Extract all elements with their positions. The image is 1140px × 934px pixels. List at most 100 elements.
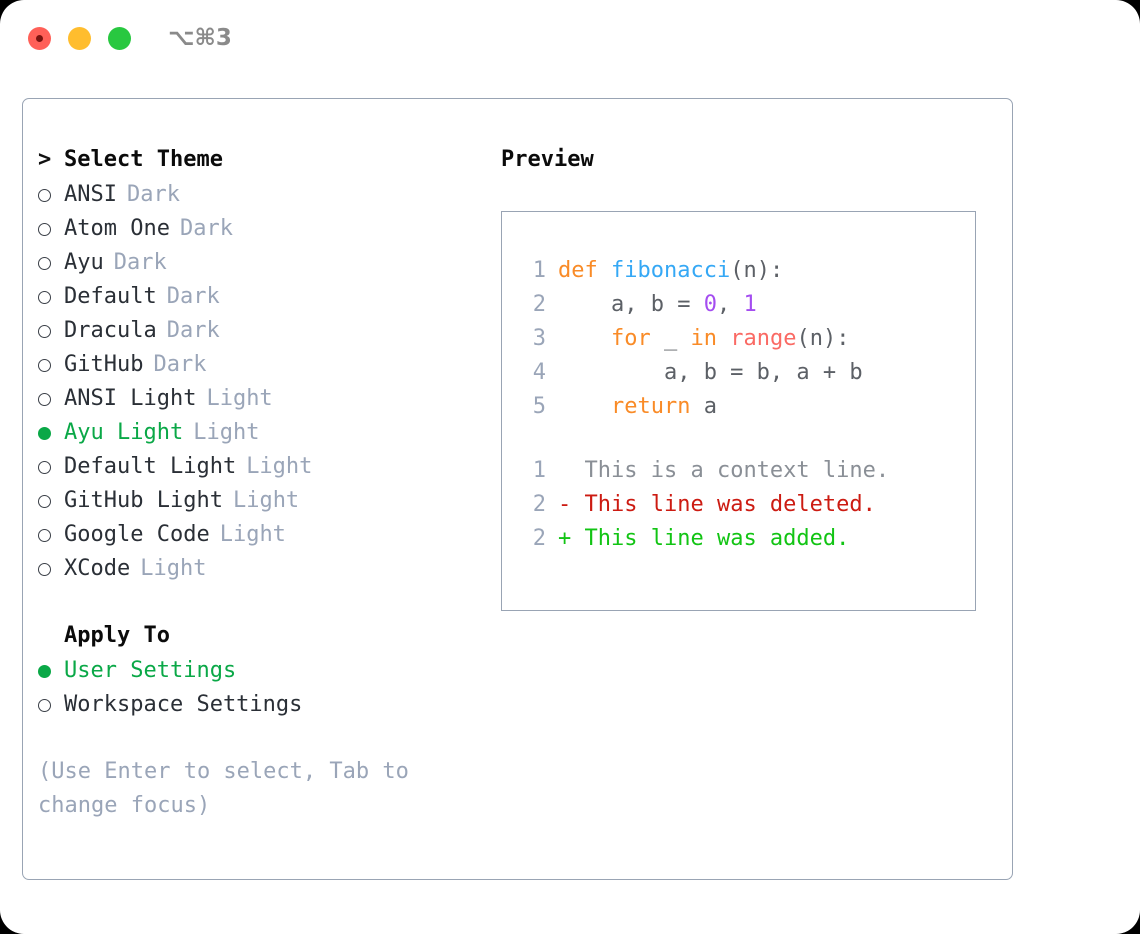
- radio-unselected-icon: [38, 517, 64, 551]
- code-token: 1: [743, 292, 757, 317]
- code-token: for: [610, 326, 651, 351]
- radio-glyph: [38, 529, 51, 542]
- code-token: return: [610, 394, 691, 419]
- diff-text: This line was added.: [584, 526, 850, 551]
- apply-to-title: Apply To: [64, 623, 170, 648]
- theme-name-label: Ayu: [64, 250, 104, 275]
- radio-selected-icon: [38, 653, 64, 687]
- theme-variant-badge: Light: [206, 386, 273, 411]
- diff-text: This line was deleted.: [584, 492, 876, 517]
- diff-line: 2- This line was deleted.: [518, 488, 975, 522]
- radio-glyph: [38, 461, 51, 474]
- theme-name-label: Default: [64, 284, 157, 309]
- code-token: (n):: [730, 258, 784, 283]
- theme-picker-title: Select Theme: [64, 147, 223, 172]
- radio-selected-icon: [38, 415, 64, 449]
- code-line: 5 return a: [518, 390, 975, 424]
- radio-unselected-icon: [38, 347, 64, 381]
- code-token: [558, 326, 611, 351]
- theme-variant-badge: Light: [193, 420, 260, 445]
- theme-name-label: Atom One: [64, 216, 170, 241]
- line-number: 3: [532, 326, 546, 351]
- code-line: 3 for _ in range(n):: [518, 322, 975, 356]
- code-token: a: [690, 394, 717, 419]
- apply-to-item[interactable]: User Settings: [38, 653, 468, 687]
- theme-list-item[interactable]: Default Dark: [38, 279, 468, 313]
- list-spacer: [38, 585, 468, 619]
- line-number: 2: [532, 292, 546, 317]
- radio-unselected-icon: [38, 177, 64, 211]
- theme-name-label: GitHub: [64, 352, 144, 377]
- code-line: 1 def fibonacci(n):: [518, 254, 975, 288]
- theme-picker-header: > Select Theme: [38, 143, 468, 177]
- code-token: [717, 326, 730, 351]
- theme-variant-badge: Light: [219, 522, 286, 547]
- radio-unselected-icon: [38, 211, 64, 245]
- keyboard-hint-text: (Use Enter to select, Tab to change focu…: [38, 759, 409, 818]
- code-line: 4 a, b = b, a + b: [518, 356, 975, 390]
- theme-list-item[interactable]: Google Code Light: [38, 517, 468, 551]
- radio-unselected-icon: [38, 245, 64, 279]
- diff-sign: [558, 458, 585, 483]
- code-token: def: [558, 258, 611, 283]
- theme-list-item[interactable]: ANSI Dark: [38, 177, 468, 211]
- minimize-window-button[interactable]: [68, 27, 91, 50]
- radio-glyph: [38, 257, 51, 270]
- theme-list-item[interactable]: XCode Light: [38, 551, 468, 585]
- apply-to-item[interactable]: Workspace Settings: [38, 687, 468, 721]
- radio-glyph: [38, 291, 51, 304]
- code-token: a, b = b, a + b: [558, 360, 863, 385]
- line-number: 4: [532, 360, 546, 385]
- title-bar: ⌥⌘3: [0, 0, 1140, 78]
- theme-name-label: Default Light: [64, 454, 237, 479]
- diff-line: 2 + This line was added.: [518, 522, 975, 556]
- radio-glyph: [38, 325, 51, 338]
- theme-variant-badge: Dark: [166, 284, 220, 309]
- diff-sign: +: [558, 526, 585, 551]
- radio-glyph: [38, 189, 51, 202]
- line-number: 2: [532, 526, 546, 551]
- radio-unselected-icon: [38, 279, 64, 313]
- radio-glyph: [38, 699, 51, 712]
- theme-variant-badge: Light: [232, 488, 300, 513]
- apply-to-label: Workspace Settings: [64, 692, 303, 717]
- code-line: 2 a, b = 0, 1: [518, 288, 975, 322]
- diff-text: This is a context line.: [584, 458, 890, 483]
- line-number: 1: [532, 258, 546, 283]
- code-token: _: [650, 326, 691, 351]
- code-token: 0: [703, 292, 717, 317]
- radio-glyph: [38, 393, 51, 406]
- preview-title: Preview: [501, 147, 594, 172]
- theme-variant-badge: Light: [140, 556, 207, 581]
- theme-name-label: Google Code: [64, 522, 210, 547]
- maximize-window-button[interactable]: [108, 27, 131, 50]
- diff-sample: 1 This is a context line.2- This line wa…: [518, 454, 975, 556]
- code-token: in: [690, 326, 717, 351]
- radio-unselected-icon: [38, 381, 64, 415]
- theme-list-item[interactable]: GitHub Light Light: [38, 483, 468, 517]
- radio-unselected-icon: [38, 687, 64, 721]
- theme-variant-badge: Dark: [126, 182, 180, 207]
- theme-name-label: GitHub Light: [64, 488, 223, 513]
- close-window-button[interactable]: [28, 27, 51, 50]
- theme-variant-badge: Dark: [166, 318, 220, 343]
- keyboard-shortcut-label: ⌥⌘3: [168, 25, 232, 51]
- theme-name-label: XCode: [64, 556, 131, 581]
- radio-glyph: [38, 563, 51, 576]
- theme-name-label: ANSI: [64, 182, 117, 207]
- code-token: fibonacci: [610, 258, 731, 283]
